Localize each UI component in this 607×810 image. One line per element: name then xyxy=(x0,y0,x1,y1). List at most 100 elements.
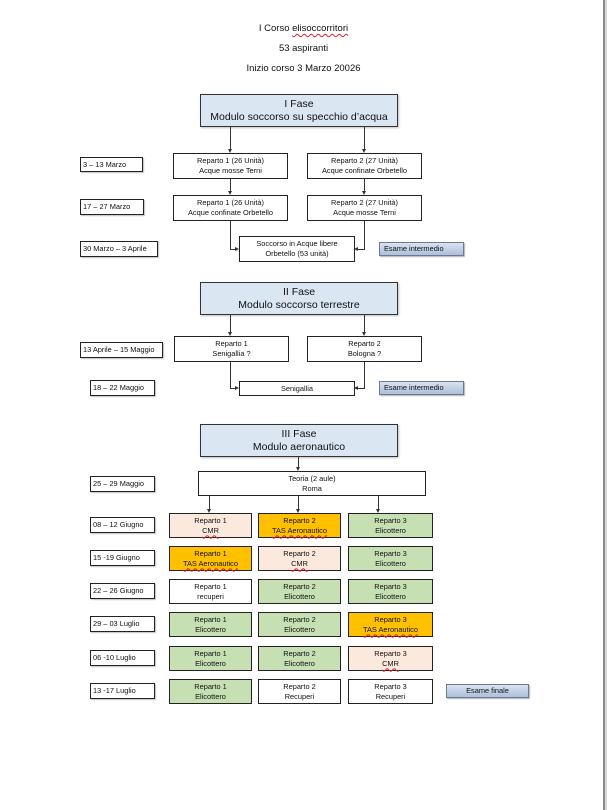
phase2-reparto1: Reparto 1 Senigallia ? xyxy=(174,336,289,362)
cell-reparto: Reparto 2 xyxy=(283,648,316,658)
box-line: Acque mosse Terni xyxy=(333,208,396,217)
connector xyxy=(364,179,365,191)
phase2-subtitle: Modulo soccorso terrestre xyxy=(238,298,360,311)
phase1-header: I Fase Modulo soccorso su specchio d’acq… xyxy=(200,94,398,127)
box-line: Reparto 2 (27 Unità) xyxy=(331,156,398,165)
connector xyxy=(364,315,365,332)
cell-reparto: Reparto 3 xyxy=(374,681,407,691)
cell-activity: CMR xyxy=(202,525,219,535)
phase1-title: I Fase xyxy=(284,97,314,110)
arrow-down-icon xyxy=(228,191,232,195)
box-line: Acque confinate Orbetello xyxy=(321,166,408,175)
cell-reparto: Reparto 3 xyxy=(374,515,407,525)
connector xyxy=(298,457,299,467)
connector xyxy=(230,315,231,332)
date-label: 06 -10 Luglio xyxy=(90,650,155,666)
cell-reparto: Reparto 2 xyxy=(283,548,316,558)
date-label: 08 – 12 Giugno xyxy=(90,517,155,533)
cell-reparto: Reparto 3 xyxy=(374,548,407,558)
arrow-down-icon xyxy=(207,509,211,513)
phase2-title: II Fase xyxy=(282,285,316,298)
arrow-down-icon xyxy=(296,509,300,513)
box-line: Bologna ? xyxy=(347,349,382,358)
cell-activity: Recuperi xyxy=(284,691,315,701)
phase1-reparto2-row2: Reparto 2 (27 Unità) Acque mosse Terni xyxy=(307,195,422,221)
cell-reparto: Reparto 1 xyxy=(194,548,227,558)
arrow-left-icon xyxy=(354,386,358,390)
phase1-reparto1-row2: Reparto 1 (26 Unità) Acque confinate Orb… xyxy=(173,195,288,221)
arrow-down-icon xyxy=(362,149,366,153)
phase3-title: III Fase xyxy=(281,427,317,440)
date-label: 17 – 27 Marzo xyxy=(80,199,144,215)
cell-reparto: Reparto 2 xyxy=(283,614,316,624)
cell-reparto: Reparto 1 xyxy=(194,515,227,525)
cell-activity: CMR xyxy=(291,558,308,568)
page-edge xyxy=(603,0,605,810)
box-line: Reparto 1 (26 Unità) xyxy=(197,198,264,207)
box-line: Teoria (2 aule) xyxy=(288,473,336,483)
phase3-theory-box: Teoria (2 aule) Roma xyxy=(198,471,426,496)
connector xyxy=(364,127,365,149)
date-label: 22 – 26 Giugno xyxy=(90,583,155,599)
date-label: 13 -17 Luglio xyxy=(90,683,155,699)
phase3-header: III Fase Modulo aeronautico xyxy=(200,424,398,457)
cell-activity: TAS Aeronautico xyxy=(272,525,327,535)
cell-reparto: Reparto 2 xyxy=(283,515,316,525)
date-label: 3 – 13 Marzo xyxy=(80,157,143,172)
cell-activity: TAS Aeronautico xyxy=(363,624,418,634)
connector xyxy=(358,249,365,250)
aspirants-count: 53 aspiranti xyxy=(278,43,329,54)
cell-reparto: Reparto 3 xyxy=(374,581,407,591)
date-label: 13 Aprile – 15 Maggio xyxy=(80,342,163,358)
date-label: 18 – 22 Maggio xyxy=(90,380,155,396)
exam-intermediate-1: Esame intermedio xyxy=(379,242,464,256)
cell-activity: Elicottero xyxy=(284,624,315,634)
cell-reparto: Reparto 3 xyxy=(374,648,407,658)
arrow-down-icon xyxy=(362,191,366,195)
cell-activity: Elicottero xyxy=(195,624,226,634)
box-line: Soccorso in Acque libere xyxy=(256,239,338,248)
box-line: Senigallia xyxy=(280,383,314,393)
cell-activity: TAS Aeronautico xyxy=(183,558,238,568)
cell-activity: recuperi xyxy=(197,591,224,601)
cell-activity: Elicottero xyxy=(375,558,406,568)
arrow-left-icon xyxy=(354,247,358,251)
cell-reparto: Reparto 2 xyxy=(283,581,316,591)
box-line: Acque confinate Orbetello xyxy=(187,208,274,217)
box-line: Roma xyxy=(302,483,322,493)
cell-reparto: Reparto 1 xyxy=(194,614,227,624)
arrow-down-icon xyxy=(376,509,380,513)
connector xyxy=(364,362,365,388)
cell-reparto: Reparto 1 xyxy=(194,681,227,691)
arrow-down-icon xyxy=(362,332,366,336)
cell-reparto: Reparto 1 xyxy=(194,648,227,658)
connector xyxy=(298,496,299,509)
arrow-right-icon xyxy=(235,247,239,251)
date-label: 15 -19 Giugno xyxy=(90,550,155,566)
cell-activity: Elicottero xyxy=(195,658,226,668)
exam-intermediate-2: Esame intermedio xyxy=(379,381,464,395)
course-title: I Corso elisoccorritori xyxy=(0,23,607,34)
cell-activity: Recuperi xyxy=(375,691,406,701)
connector xyxy=(364,221,365,249)
box-line: Orbetello (53 unità) xyxy=(265,249,329,258)
date-label: 30 Marzo – 3 Aprile xyxy=(80,241,158,257)
box-line: Reparto 1 (26 Unità) xyxy=(197,156,264,165)
arrow-down-icon xyxy=(296,467,300,471)
phase2-merge-box: Senigallia xyxy=(239,381,355,396)
connector xyxy=(230,221,231,249)
course-start: Inizio corso 3 Marzo 20026 xyxy=(246,63,361,74)
arrow-down-icon xyxy=(228,149,232,153)
connector xyxy=(209,496,210,509)
box-line: Reparto 1 xyxy=(215,339,248,348)
